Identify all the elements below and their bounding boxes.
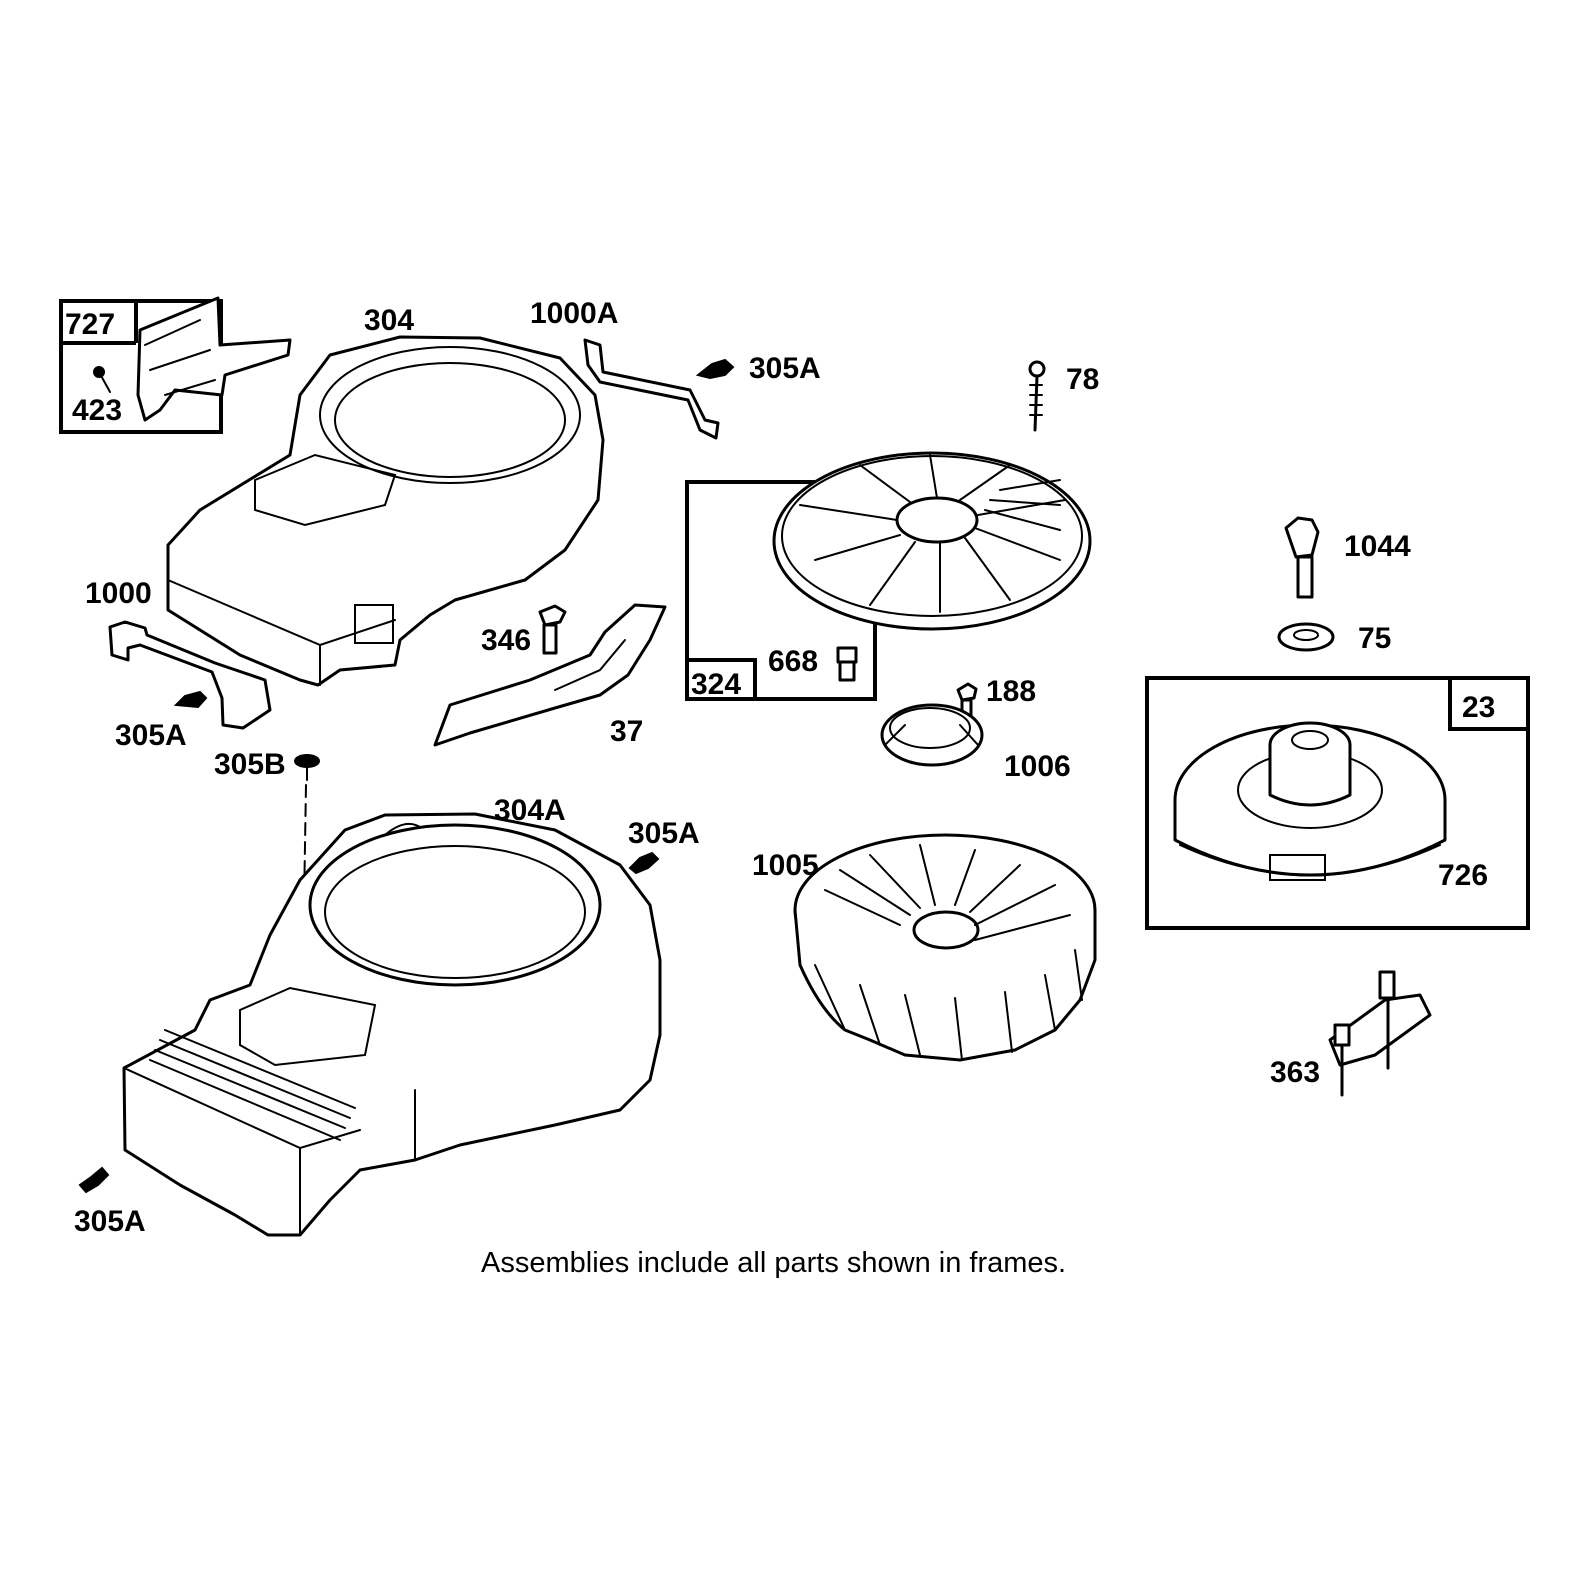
baffle-37 <box>433 603 667 747</box>
label-1006: 1006 <box>1004 750 1071 783</box>
screw-305A-left <box>173 690 208 709</box>
label-75: 75 <box>1358 622 1391 655</box>
armature-363 <box>1328 970 1432 1097</box>
bolt-346 <box>538 604 567 655</box>
label-188: 188 <box>986 675 1036 708</box>
screw-305A-bottom <box>78 1166 110 1194</box>
bracket-1000 <box>108 620 272 730</box>
screw-305A-mid <box>628 851 660 875</box>
label-37: 37 <box>610 715 643 748</box>
bracket-1000A <box>583 338 720 440</box>
washer-75 <box>1277 622 1335 652</box>
cup-1006 <box>880 703 984 767</box>
screw-305B <box>294 754 320 966</box>
label-1000: 1000 <box>85 577 152 610</box>
caption: Assemblies include all parts shown in fr… <box>481 1247 1066 1279</box>
label-305A-top: 305A <box>749 352 821 385</box>
label-305A-bottom: 305A <box>74 1205 146 1238</box>
frame-23 <box>1145 676 1530 930</box>
label-304: 304 <box>364 304 414 337</box>
label-78: 78 <box>1066 363 1099 396</box>
label-1044: 1044 <box>1344 530 1411 563</box>
label-1000A: 1000A <box>530 297 618 330</box>
label-305B: 305B <box>214 748 286 781</box>
blower-housing-304A <box>122 812 662 1237</box>
label-304A: 304A <box>494 794 566 827</box>
screw-423 <box>93 366 111 393</box>
label-305A-left: 305A <box>115 719 187 752</box>
bolt-1044 <box>1284 516 1320 599</box>
label-423: 423 <box>72 394 122 427</box>
label-726: 726 <box>1438 859 1488 892</box>
fan-1005 <box>793 833 1097 1062</box>
screw-78 <box>1028 360 1046 432</box>
baffle-727 <box>136 296 292 422</box>
blower-housing-304 <box>166 335 605 687</box>
label-1005: 1005 <box>752 849 819 882</box>
flywheel-726 <box>1173 721 1447 881</box>
label-305A-mid: 305A <box>628 817 700 850</box>
label-324: 324 <box>691 668 741 701</box>
label-23: 23 <box>1462 691 1495 724</box>
label-346: 346 <box>481 624 531 657</box>
screw-668 <box>836 646 858 682</box>
label-727: 727 <box>65 308 115 341</box>
rotating-screen-324 <box>772 451 1092 631</box>
label-363: 363 <box>1270 1056 1320 1089</box>
screw-305A-top <box>695 358 735 380</box>
label-668: 668 <box>768 645 818 678</box>
